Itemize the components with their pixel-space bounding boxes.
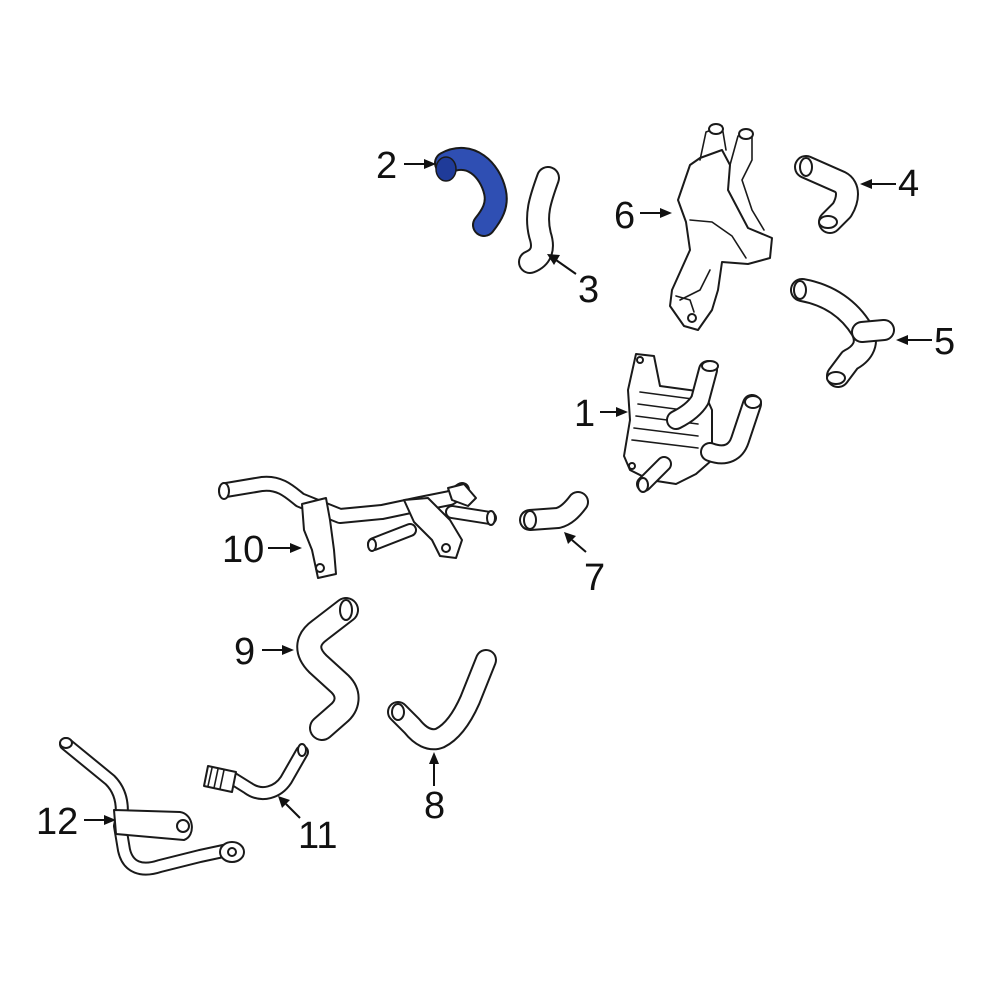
callout-2: 2 [376, 145, 397, 187]
part-1-oil-cooler[interactable] [623, 353, 762, 493]
callout-9: 9 [234, 631, 255, 673]
part-9-hose[interactable] [296, 597, 360, 741]
part-2-hose-highlighted[interactable] [434, 146, 508, 237]
part-12-pipe[interactable] [59, 737, 245, 876]
callout-labels: 2 3 4 5 6 1 7 10 9 8 11 12 [36, 145, 955, 857]
part-8-hose[interactable] [387, 649, 497, 751]
part-3-hose[interactable] [518, 166, 560, 274]
callout-5: 5 [934, 321, 955, 363]
part-5-hose[interactable] [790, 278, 895, 388]
part-7-hose[interactable] [519, 491, 589, 531]
leader-lines [84, 159, 932, 825]
callout-1: 1 [574, 393, 595, 435]
callout-12: 12 [36, 801, 78, 843]
callout-7: 7 [584, 557, 605, 599]
part-11-pipe[interactable] [203, 743, 309, 801]
callout-3: 3 [578, 269, 599, 311]
callout-10: 10 [222, 529, 264, 571]
part-4-hose[interactable] [794, 155, 859, 234]
part-6-housing[interactable] [669, 123, 773, 331]
callout-8: 8 [424, 785, 445, 827]
callout-6: 6 [614, 195, 635, 237]
callout-4: 4 [898, 163, 919, 205]
part-10-pipe-assembly[interactable] [218, 475, 497, 579]
callout-11: 11 [298, 815, 337, 857]
